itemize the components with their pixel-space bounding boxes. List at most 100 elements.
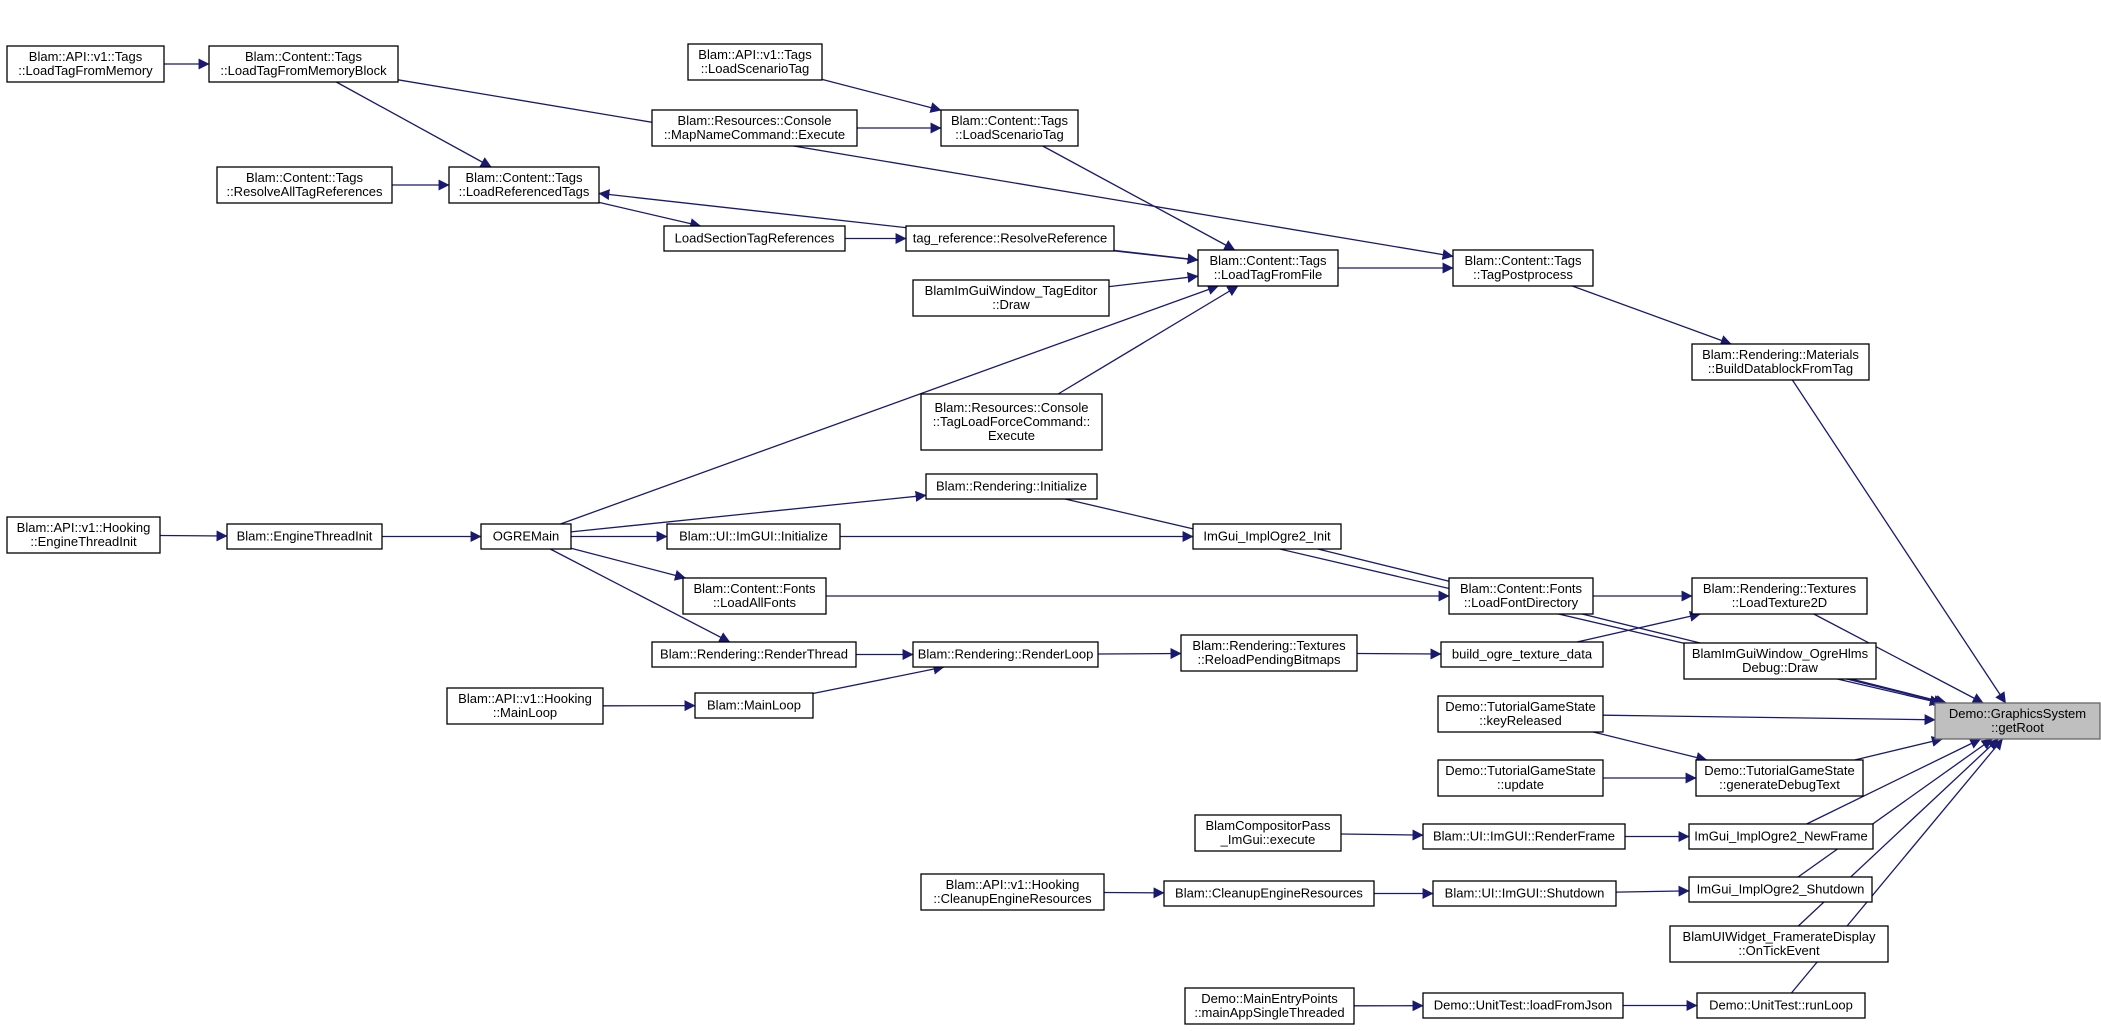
node-tag-load-force-command[interactable]: Blam::Resources::Console::TagLoadForceCo… (920, 393, 1103, 451)
node-framerate-display[interactable]: BlamUIWidget_FramerateDisplay::OnTickEve… (1669, 925, 1889, 963)
node-api-cleanup-engine-resources[interactable]: Blam::API::v1::Hooking::CleanupEngineRes… (920, 873, 1105, 911)
node-box[interactable] (1440, 641, 1604, 668)
node-label-line: Blam::UI::ImGUI::Initialize (679, 529, 828, 544)
node-box[interactable] (1194, 814, 1342, 852)
node-label-line: Demo::TutorialGameState (1704, 763, 1855, 778)
node-box[interactable] (6, 45, 165, 83)
node-load-font-directory[interactable]: Blam::Content::Fonts::LoadFontDirectory (1448, 577, 1594, 615)
node-box[interactable] (940, 109, 1079, 147)
node-box[interactable] (1688, 823, 1874, 850)
node-load-texture2-d[interactable]: Blam::Rendering::Textures::LoadTexture2D (1691, 577, 1868, 615)
node-api-load-scenario-tag[interactable]: Blam::API::v1::Tags::LoadScenarioTag (687, 43, 823, 81)
node-label-line: Blam::Rendering::Materials (1702, 347, 1859, 362)
node-run-loop[interactable]: Demo::UnitTest::runLoop (1696, 992, 1866, 1019)
node-box[interactable] (208, 45, 399, 83)
node-box[interactable] (1683, 642, 1877, 680)
node-load-section-tag-references[interactable]: LoadSectionTagReferences (663, 225, 846, 252)
node-ogre2-shutdown[interactable]: ImGui_ImplOgre2_Shutdown (1688, 876, 1873, 903)
node-box[interactable] (1934, 702, 2101, 740)
node-load-tag-from-memory-block[interactable]: Blam::Content::Tags::LoadTagFromMemoryBl… (208, 45, 399, 83)
node-render-thread[interactable]: Blam::Rendering::RenderThread (651, 641, 857, 668)
node-generate-debug-text[interactable]: Demo::TutorialGameState::generateDebugTe… (1695, 759, 1864, 797)
node-box[interactable] (682, 577, 827, 615)
edge-impl-ogre2-init-to-get-root (1317, 548, 1945, 706)
node-resolve-reference[interactable]: tag_reference::ResolveReference (905, 225, 1115, 252)
node-label-line: ::getRoot (1991, 720, 2044, 735)
node-box[interactable] (1437, 695, 1604, 733)
node-box[interactable] (920, 873, 1105, 911)
node-box[interactable] (912, 279, 1110, 317)
node-box[interactable] (920, 393, 1103, 451)
node-box[interactable] (1452, 249, 1594, 287)
node-box[interactable] (1669, 925, 1889, 963)
node-engine-thread-init[interactable]: Blam::EngineThreadInit (226, 523, 383, 550)
node-api-main-loop[interactable]: Blam::API::v1::Hooking::MainLoop (446, 687, 604, 725)
node-box[interactable] (651, 641, 857, 668)
node-render-frame[interactable]: Blam::UI::ImGUI::RenderFrame (1422, 823, 1626, 850)
node-box[interactable] (1180, 634, 1358, 672)
node-box[interactable] (1184, 987, 1355, 1025)
node-box[interactable] (1422, 823, 1626, 850)
node-box[interactable] (905, 225, 1115, 252)
node-box[interactable] (480, 523, 572, 550)
node-im-guishutdown[interactable]: Blam::UI::ImGUI::Shutdown (1432, 880, 1617, 907)
node-box[interactable] (6, 516, 161, 554)
node-box[interactable] (1691, 577, 1868, 615)
node-load-all-fonts[interactable]: Blam::Content::Fonts::LoadAllFonts (682, 577, 827, 615)
node-box[interactable] (663, 225, 846, 252)
node-ogremain[interactable]: OGREMain (480, 523, 572, 550)
node-get-root[interactable]: Demo::GraphicsSystem::getRoot (1934, 702, 2101, 740)
node-box[interactable] (1448, 577, 1594, 615)
node-build-ogre-texture-data[interactable]: build_ogre_texture_data (1440, 641, 1604, 668)
node-label-line: Blam::Rendering::RenderThread (660, 647, 848, 662)
node-box[interactable] (694, 692, 814, 719)
node-box[interactable] (912, 641, 1099, 668)
node-box[interactable] (1422, 992, 1624, 1019)
node-compositor-pass-execute[interactable]: BlamCompositorPass_ImGui::execute (1194, 814, 1342, 852)
node-box[interactable] (687, 43, 823, 81)
node-load-scenario-tag[interactable]: Blam::Content::Tags::LoadScenarioTag (940, 109, 1079, 147)
node-box[interactable] (226, 523, 383, 550)
node-tag-postprocess[interactable]: Blam::Content::Tags::TagPostprocess (1452, 249, 1594, 287)
node-impl-ogre2-init[interactable]: ImGui_ImplOgre2_Init (1192, 523, 1342, 550)
node-box[interactable] (1696, 992, 1866, 1019)
node-box[interactable] (448, 166, 600, 204)
node-label-line: Blam::Content::Tags (246, 170, 364, 185)
node-box[interactable] (651, 109, 858, 147)
edge-build-datablock-from-tag-to-get-root (1791, 379, 2007, 704)
edge-load-tag-from-memory-block-to-tag-postprocess (397, 79, 1454, 260)
node-new-frame[interactable]: ImGui_ImplOgre2_NewFrame (1688, 823, 1874, 850)
node-api-engine-thread-init[interactable]: Blam::API::v1::Hooking::EngineThreadInit (6, 516, 161, 554)
node-box[interactable] (1432, 880, 1617, 907)
node-box[interactable] (1197, 249, 1339, 287)
node-tag-editor-draw[interactable]: BlamImGuiWindow_TagEditor::Draw (912, 279, 1110, 317)
node-box[interactable] (925, 473, 1098, 500)
node-box[interactable] (446, 687, 604, 725)
node-resolve-all-tag-references[interactable]: Blam::Content::Tags::ResolveAllTagRefere… (216, 166, 393, 204)
node-im-guiinitialize[interactable]: Blam::UI::ImGUI::Initialize (666, 523, 841, 550)
node-box[interactable] (1691, 343, 1870, 381)
node-box[interactable] (666, 523, 841, 550)
node-reload-pending-bitmaps[interactable]: Blam::Rendering::Textures::ReloadPending… (1180, 634, 1358, 672)
node-api-load-tag-from-memory[interactable]: Blam::API::v1::Tags::LoadTagFromMemory (6, 45, 165, 83)
node-build-datablock-from-tag[interactable]: Blam::Rendering::Materials::BuildDatablo… (1691, 343, 1870, 381)
node-box[interactable] (216, 166, 393, 204)
node-update[interactable]: Demo::TutorialGameState::update (1437, 759, 1604, 797)
node-main-app-single-threaded[interactable]: Demo::MainEntryPoints::mainAppSingleThre… (1184, 987, 1355, 1025)
node-key-released[interactable]: Demo::TutorialGameState::keyReleased (1437, 695, 1604, 733)
node-rendering-initialize[interactable]: Blam::Rendering::Initialize (925, 473, 1098, 500)
node-load-from-json[interactable]: Demo::UnitTest::loadFromJson (1422, 992, 1624, 1019)
node-box[interactable] (1688, 876, 1873, 903)
node-box[interactable] (1192, 523, 1342, 550)
node-box[interactable] (1163, 880, 1375, 907)
node-box[interactable] (1437, 759, 1604, 797)
node-load-referenced-tags[interactable]: Blam::Content::Tags::LoadReferencedTags (448, 166, 600, 204)
node-map-name-command[interactable]: Blam::Resources::Console::MapNameCommand… (651, 109, 858, 147)
node-main-loop[interactable]: Blam::MainLoop (694, 692, 814, 719)
node-render-loop[interactable]: Blam::Rendering::RenderLoop (912, 641, 1099, 668)
node-label-line: _ImGui::execute (1220, 832, 1316, 847)
node-box[interactable] (1695, 759, 1864, 797)
node-load-tag-from-file[interactable]: Blam::Content::Tags::LoadTagFromFile (1197, 249, 1339, 287)
node-cleanup-engine-resources[interactable]: Blam::CleanupEngineResources (1163, 880, 1375, 907)
